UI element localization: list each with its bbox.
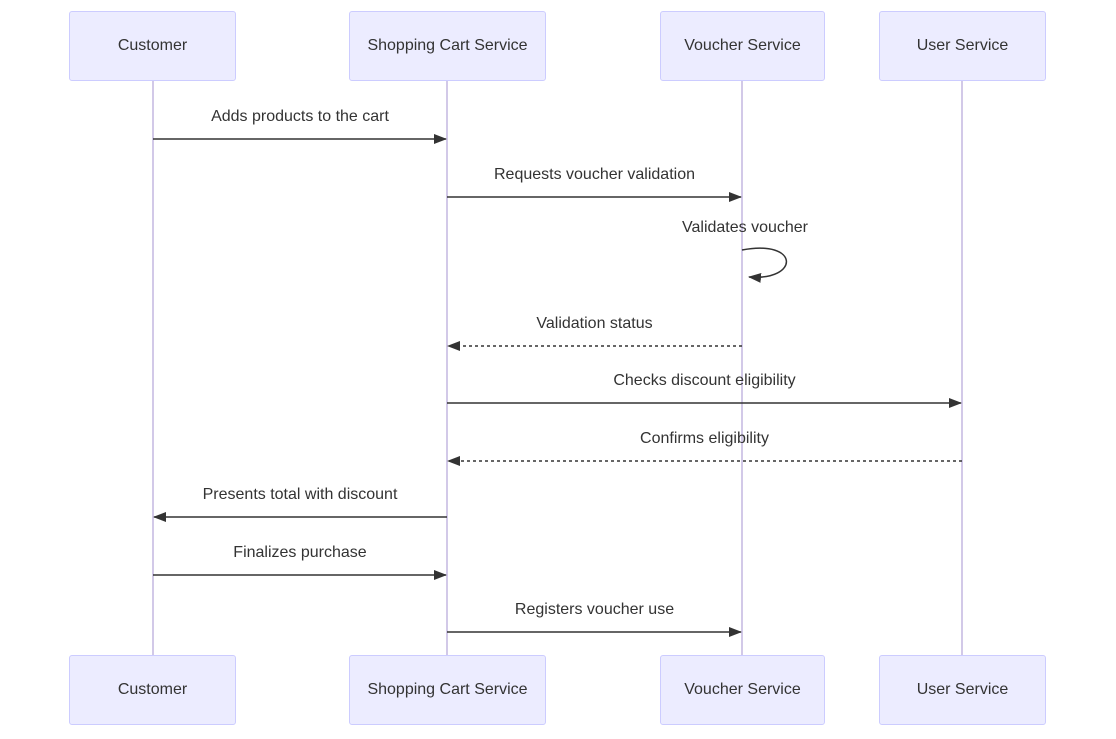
message-arrows-group bbox=[153, 134, 962, 637]
actor-box-customer-bottom: Customer bbox=[69, 655, 236, 725]
actor-label-user-service: User Service bbox=[916, 681, 1009, 698]
message-label-3: Validation status bbox=[536, 315, 653, 332]
actor-label-voucher-service: Voucher Service bbox=[684, 37, 801, 54]
actor-label-shopping-cart-service: Shopping Cart Service bbox=[367, 681, 528, 698]
actor-label-customer: Customer bbox=[117, 37, 188, 54]
message-label-1: Requests voucher validation bbox=[493, 166, 696, 183]
actor-label-customer: Customer bbox=[117, 681, 188, 698]
message-arrow-2-self bbox=[741, 247, 788, 283]
message-label-2: Validates voucher bbox=[682, 219, 808, 236]
actor-label-shopping-cart-service: Shopping Cart Service bbox=[367, 37, 528, 54]
actor-box-shopping-cart-service-top: Shopping Cart Service bbox=[349, 11, 546, 81]
actor-box-customer-top: Customer bbox=[69, 11, 236, 81]
actor-box-voucher-service-bottom: Voucher Service bbox=[660, 655, 825, 725]
actor-label-user-service: User Service bbox=[916, 37, 1009, 54]
message-label-8: Registers voucher use bbox=[514, 601, 675, 618]
message-label-5: Confirms eligibility bbox=[640, 430, 769, 447]
message-label-6: Presents total with discount bbox=[202, 486, 398, 503]
lifelines-group bbox=[152, 81, 963, 655]
actor-box-voucher-service-top: Voucher Service bbox=[660, 11, 825, 81]
actor-box-shopping-cart-service-bottom: Shopping Cart Service bbox=[349, 655, 546, 725]
message-label-0: Adds products to the cart bbox=[211, 108, 389, 125]
actor-label-voucher-service: Voucher Service bbox=[684, 681, 801, 698]
message-label-7: Finalizes purchase bbox=[233, 544, 367, 561]
actor-box-user-service-bottom: User Service bbox=[879, 655, 1046, 725]
actor-box-user-service-top: User Service bbox=[879, 11, 1046, 81]
message-label-4: Checks discount eligibility bbox=[613, 372, 796, 389]
